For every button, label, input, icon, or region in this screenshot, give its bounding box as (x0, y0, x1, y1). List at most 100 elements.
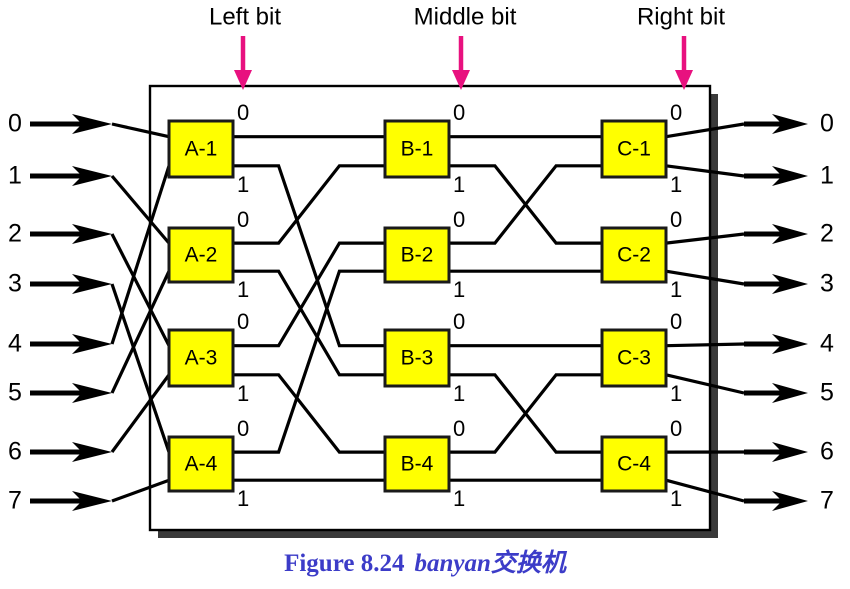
input-number: 7 (8, 487, 22, 515)
wire-a-3-0-to-b-2 (233, 241, 385, 348)
switch-element-a-1[interactable] (167, 119, 235, 179)
switch-element-label: A-1 (185, 138, 218, 161)
wire-a-1-1-to-b-3 (233, 164, 385, 348)
wire-a-4-0-to-b-2 (233, 269, 385, 454)
output-arrows-group (744, 114, 808, 511)
wire-b-4-0-to-c-3 (449, 373, 602, 454)
output-arrow-head (772, 114, 808, 134)
input-number: 0 (8, 110, 22, 138)
output-number: 1 (820, 162, 834, 190)
port-label-0: 0 (670, 207, 682, 232)
switch-element-c-3[interactable] (600, 328, 668, 388)
switch-element-b-2[interactable] (383, 226, 451, 284)
port-label-0: 0 (237, 207, 249, 232)
input-arrows-group (30, 114, 112, 511)
switch-element-label: A-4 (185, 453, 218, 476)
port-label-1: 1 (237, 172, 249, 197)
bit-annotations-group: Left bit Middle bit Right bit (209, 3, 725, 90)
output-number: 6 (820, 438, 834, 466)
input-arrow-head (72, 383, 112, 403)
port-label-1: 1 (670, 277, 682, 302)
caption-figure-number: Figure 8.24 (284, 550, 405, 577)
wire-input-0-to-a-1 (111, 122, 170, 139)
port-label-1: 1 (453, 277, 465, 302)
input-arrow-head (72, 224, 112, 244)
port-label-1: 1 (670, 486, 682, 511)
port-label-0: 0 (237, 309, 249, 334)
wire-input-5-to-a-2 (110, 270, 171, 394)
switch-element-b-3[interactable] (383, 328, 451, 388)
wire-c-3-1-to-output-5 (665, 373, 745, 395)
wire-input-6-to-a-3 (110, 373, 171, 453)
wire-a-3-1-to-b-4 (233, 373, 385, 454)
wire-input-1-to-a-2 (110, 174, 171, 245)
output-arrow-head (772, 334, 808, 354)
port-label-1: 1 (237, 486, 249, 511)
port-label-1: 1 (453, 486, 465, 511)
input-arrow-head (72, 114, 112, 134)
left-bit-arrow-head (234, 70, 252, 90)
input-arrow-head (72, 442, 112, 462)
switch-element-a-3[interactable] (167, 328, 235, 388)
port-label-1: 1 (453, 381, 465, 406)
port-label-0: 0 (670, 416, 682, 441)
switch-element-c-1[interactable] (600, 119, 668, 179)
output-number: 0 (820, 110, 834, 138)
switch-element-label: B-1 (401, 138, 434, 161)
output-arrow-head (772, 274, 808, 294)
wire-a-2-1-to-b-3 (233, 269, 385, 377)
switch-element-label: A-3 (185, 347, 218, 370)
switch-elements-group: A-1A-2A-3A-4B-1B-2B-3B-4C-1C-2C-3C-4 (167, 119, 668, 493)
middle-bit-label: Middle bit (414, 3, 517, 30)
right-bit-label: Right bit (637, 3, 725, 30)
output-number: 3 (820, 270, 834, 298)
output-number: 7 (820, 487, 834, 515)
output-number: 4 (820, 330, 834, 358)
interconnect-wires-group (110, 122, 745, 503)
port-label-0: 0 (670, 309, 682, 334)
port-label-1: 1 (237, 277, 249, 302)
switch-element-c-4[interactable] (600, 435, 668, 493)
input-arrow-head (72, 334, 112, 354)
wire-c-3-0-to-output-4 (665, 342, 745, 348)
port-label-0: 0 (453, 309, 465, 334)
switch-element-a-4[interactable] (167, 435, 235, 493)
output-arrow-head (772, 224, 808, 244)
right-bit-arrow-head (675, 70, 693, 90)
input-number: 2 (8, 220, 22, 248)
output-number: 2 (820, 220, 834, 248)
switch-element-label: B-4 (401, 453, 434, 476)
caption-suffix: 交换机 (490, 550, 566, 577)
port-label-1: 1 (237, 381, 249, 406)
middle-bit-arrow-head (452, 70, 470, 90)
wire-c-4-1-to-output-7 (665, 478, 745, 503)
input-number: 4 (8, 330, 22, 358)
switch-element-b-4[interactable] (383, 435, 451, 493)
switch-element-label: C-1 (617, 138, 651, 161)
wire-input-7-to-a-4 (111, 478, 170, 503)
port-label-1: 1 (670, 381, 682, 406)
switch-element-b-1[interactable] (383, 119, 451, 179)
wire-input-3-to-a-4 (110, 283, 171, 453)
switch-element-a-2[interactable] (167, 226, 235, 284)
wire-b-2-0-to-c-1 (449, 164, 602, 245)
port-label-0: 0 (453, 207, 465, 232)
port-label-0: 0 (453, 416, 465, 441)
switch-element-label: C-2 (617, 244, 651, 267)
wire-c-1-1-to-output-1 (665, 164, 745, 178)
wire-input-2-to-a-3 (110, 233, 171, 347)
input-arrow-head (72, 274, 112, 294)
output-arrow-head (772, 383, 808, 403)
port-label-0: 0 (670, 100, 682, 125)
port-label-1: 1 (453, 172, 465, 197)
output-number: 5 (820, 379, 834, 407)
input-arrow-head (72, 491, 112, 511)
left-bit-label: Left bit (209, 3, 281, 30)
port-label-0: 0 (453, 100, 465, 125)
switch-element-label: A-2 (185, 244, 218, 267)
switch-element-c-2[interactable] (600, 226, 668, 284)
